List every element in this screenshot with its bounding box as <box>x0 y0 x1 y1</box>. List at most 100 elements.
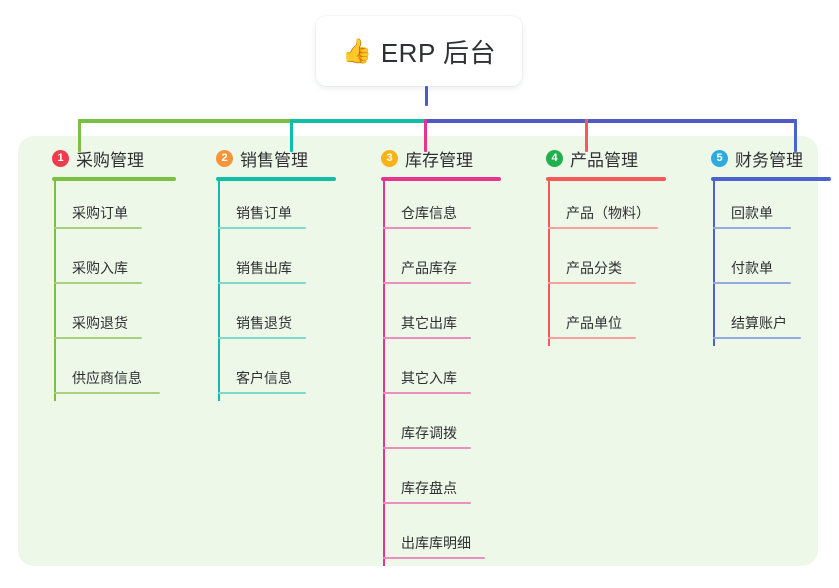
branch-underline <box>216 177 336 181</box>
leaf-underline <box>383 282 471 284</box>
branch-leaf-item[interactable]: 库存盘点 <box>365 456 501 511</box>
leaf-underline <box>218 392 306 394</box>
branch-header[interactable]: 3 库存管理 <box>365 145 501 171</box>
branch-title: 财务管理 <box>735 150 803 170</box>
bus-connector-teal <box>290 119 427 123</box>
leaf-label: 采购订单 <box>72 205 128 221</box>
branch-leaf-item[interactable]: 销售订单 <box>200 181 336 236</box>
leaf-underline <box>54 392 160 394</box>
branch-body: 回款单付款单结算账户 <box>695 181 831 346</box>
leaf-underline <box>383 557 485 559</box>
leaf-label: 其它入库 <box>401 370 457 386</box>
leaf-label: 结算账户 <box>731 315 787 331</box>
branch-number-badge: 2 <box>216 149 233 167</box>
leaf-label: 客户信息 <box>236 370 292 386</box>
branch-body: 销售订单销售出库销售退货客户信息 <box>200 181 336 401</box>
leaf-underline <box>383 337 471 339</box>
branch-title: 采购管理 <box>76 150 144 170</box>
leaf-label: 仓库信息 <box>401 205 457 221</box>
branch-leaf-item[interactable]: 产品（物料） <box>530 181 666 236</box>
leaf-label: 产品分类 <box>566 260 622 276</box>
branch-leaf-item[interactable]: 出库库明细 <box>365 511 501 566</box>
branch-leaf-item[interactable]: 客户信息 <box>200 346 336 401</box>
leaf-label: 产品库存 <box>401 260 457 276</box>
branch-underline <box>711 177 831 181</box>
branch-column: 5 财务管理回款单付款单结算账户 <box>695 145 831 346</box>
branch-leaf-item[interactable]: 回款单 <box>695 181 831 236</box>
leaf-underline <box>54 282 142 284</box>
leaf-label: 销售出库 <box>236 260 292 276</box>
leaf-underline <box>383 447 471 449</box>
branch-leaf-item[interactable]: 销售退货 <box>200 291 336 346</box>
root-stem-connector <box>425 86 428 106</box>
branch-leaf-item[interactable]: 采购订单 <box>36 181 176 236</box>
leaf-label: 出库库明细 <box>401 535 471 551</box>
branch-body: 采购订单采购入库采购退货供应商信息 <box>36 181 176 401</box>
branch-number-badge: 1 <box>52 149 69 167</box>
branch-leaf-item[interactable]: 采购退货 <box>36 291 176 346</box>
leaf-underline <box>548 282 636 284</box>
leaf-label: 采购退货 <box>72 315 128 331</box>
branch-title: 库存管理 <box>405 150 473 170</box>
branch-column: 3 库存管理仓库信息产品库存其它出库其它入库库存调拨库存盘点出库库明细 <box>365 145 501 566</box>
leaf-label: 库存盘点 <box>401 480 457 496</box>
branch-underline <box>52 177 176 181</box>
leaf-label: 回款单 <box>731 205 773 221</box>
branch-number-badge: 4 <box>546 149 563 167</box>
branch-header[interactable]: 5 财务管理 <box>695 145 831 171</box>
leaf-underline <box>218 282 306 284</box>
leaf-underline <box>218 227 306 229</box>
branch-leaf-item[interactable]: 其它出库 <box>365 291 501 346</box>
leaf-label: 产品（物料） <box>566 205 650 221</box>
branch-spine <box>218 181 220 401</box>
leaf-underline <box>383 502 471 504</box>
leaf-label: 销售退货 <box>236 315 292 331</box>
branch-leaf-item[interactable]: 付款单 <box>695 236 831 291</box>
leaf-underline <box>548 337 636 339</box>
diagram-canvas <box>18 136 818 566</box>
leaf-label: 其它出库 <box>401 315 457 331</box>
leaf-underline <box>548 227 658 229</box>
branch-spine <box>54 181 56 401</box>
leaf-underline <box>218 337 306 339</box>
branch-body: 仓库信息产品库存其它出库其它入库库存调拨库存盘点出库库明细 <box>365 181 501 566</box>
leaf-underline <box>713 227 791 229</box>
branch-leaf-item[interactable]: 其它入库 <box>365 346 501 401</box>
branch-leaf-item[interactable]: 产品分类 <box>530 236 666 291</box>
leaf-label: 产品单位 <box>566 315 622 331</box>
branch-header[interactable]: 2 销售管理 <box>200 145 336 171</box>
branch-leaf-item[interactable]: 库存调拨 <box>365 401 501 456</box>
leaf-underline <box>383 227 471 229</box>
branch-leaf-item[interactable]: 产品库存 <box>365 236 501 291</box>
leaf-label: 付款单 <box>731 260 773 276</box>
root-node[interactable]: 👍 ERP 后台 <box>316 16 522 86</box>
branch-leaf-item[interactable]: 结算账户 <box>695 291 831 346</box>
leaf-underline <box>713 282 791 284</box>
leaf-label: 库存调拨 <box>401 425 457 441</box>
bus-connector-blue <box>425 119 797 123</box>
thumbs-up-icon: 👍 <box>341 38 372 65</box>
bus-connector-green <box>78 119 292 123</box>
branch-leaf-item[interactable]: 供应商信息 <box>36 346 176 401</box>
leaf-underline <box>54 337 142 339</box>
leaf-underline <box>713 337 801 339</box>
branch-number-badge: 3 <box>381 149 398 167</box>
branch-column: 1 采购管理采购订单采购入库采购退货供应商信息 <box>36 145 176 401</box>
branch-header[interactable]: 4 产品管理 <box>530 145 666 171</box>
leaf-label: 采购入库 <box>72 260 128 276</box>
branch-leaf-item[interactable]: 销售出库 <box>200 236 336 291</box>
branch-title: 销售管理 <box>240 150 308 170</box>
leaf-label: 销售订单 <box>236 205 292 221</box>
branch-header[interactable]: 1 采购管理 <box>36 145 176 171</box>
branch-body: 产品（物料） 产品分类产品单位 <box>530 181 666 346</box>
branch-title: 产品管理 <box>570 150 638 170</box>
leaf-label: 供应商信息 <box>72 370 142 386</box>
branch-underline <box>381 177 501 181</box>
branch-leaf-item[interactable]: 采购入库 <box>36 236 176 291</box>
branch-underline <box>546 177 666 181</box>
branch-leaf-item[interactable]: 仓库信息 <box>365 181 501 236</box>
branch-number-badge: 5 <box>711 149 728 167</box>
root-node-title: ERP 后台 <box>380 37 497 68</box>
branch-leaf-item[interactable]: 产品单位 <box>530 291 666 346</box>
